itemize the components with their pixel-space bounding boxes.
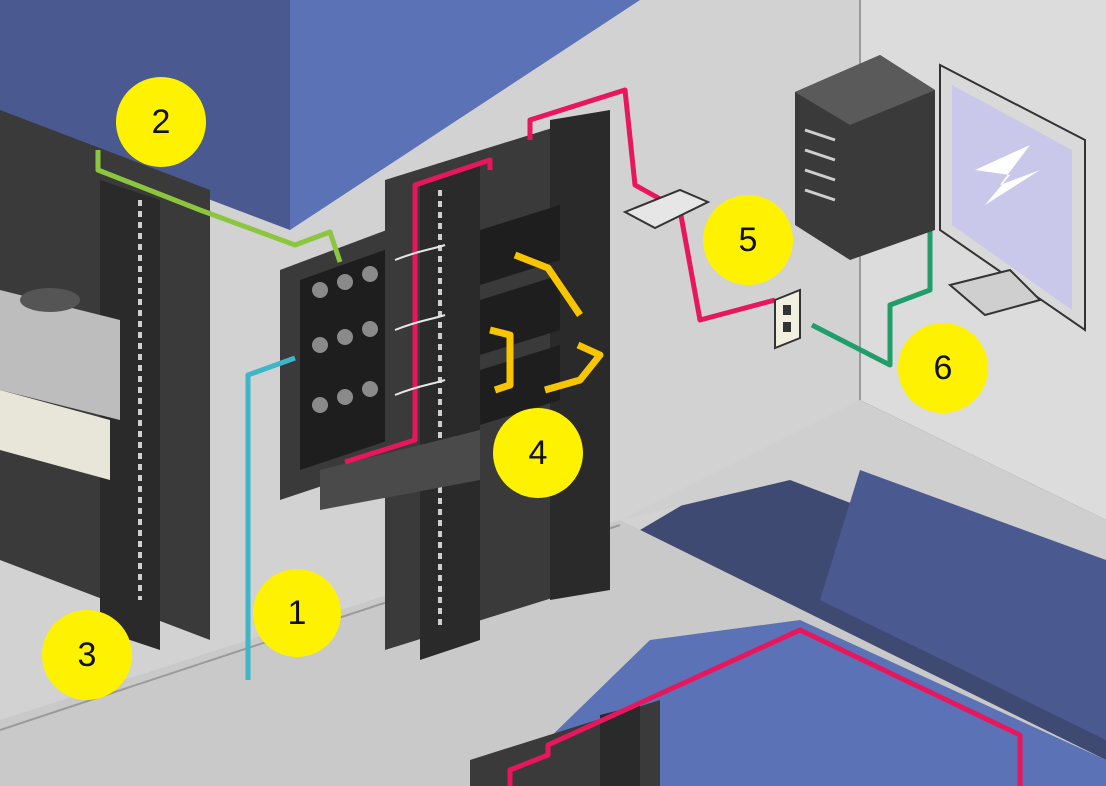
center-rack-shelf-3 — [480, 345, 560, 425]
left-rack — [0, 110, 210, 650]
callout-6-label: 6 — [934, 349, 953, 387]
callout-5-circle — [703, 195, 793, 285]
callout-4: 4 — [493, 408, 583, 498]
outlet-port-1 — [783, 305, 791, 315]
switch-body — [622, 188, 711, 230]
cable-tray — [320, 430, 480, 510]
monitor — [939, 63, 1086, 332]
callout-5: 5 — [703, 195, 793, 285]
monitor-stand — [947, 268, 1042, 317]
patch-panel-face — [300, 248, 390, 470]
computer-tower — [795, 55, 935, 260]
cable-spool — [20, 288, 80, 312]
callout-2-label: 2 — [152, 103, 171, 141]
patch-panel — [280, 225, 400, 500]
callout-4-circle — [493, 408, 583, 498]
center-rack-post-left — [420, 165, 480, 660]
jumper-2 — [489, 326, 514, 394]
monitor-screen — [952, 85, 1072, 310]
callouts: 1 2 3 4 5 6 — [42, 77, 988, 700]
callout-3-label: 3 — [78, 636, 97, 674]
patch-jumpers — [394, 244, 446, 396]
screen-logo-icon — [975, 145, 1040, 205]
left-rack-equipment-2 — [0, 390, 110, 480]
tower-drive-bays — [804, 128, 836, 202]
backbone-cable-1 — [344, 157, 493, 465]
callout-1: 1 — [253, 569, 341, 657]
callout-4-label: 4 — [529, 434, 548, 472]
callout-2-circle — [116, 77, 206, 167]
horizontal-cable — [245, 355, 296, 680]
cross-connect-jumpers — [489, 251, 604, 394]
callout-6: 6 — [898, 323, 988, 413]
network-switch — [622, 188, 711, 230]
outlet-plate — [774, 288, 801, 350]
lower-shadow — [820, 470, 1106, 740]
patch-panel-ports — [312, 266, 378, 413]
bottom-rack-post — [600, 705, 640, 786]
patch-cord — [95, 150, 343, 263]
jumper-3 — [544, 341, 604, 394]
jumper-1 — [513, 251, 583, 317]
left-rack-equipment-1 — [0, 290, 120, 420]
callout-1-circle — [253, 569, 341, 657]
callout-5-label: 5 — [739, 221, 758, 259]
callout-3-circle — [42, 610, 132, 700]
callout-6-circle — [898, 323, 988, 413]
backbone-cable-2 — [527, 87, 776, 323]
outlet-port-2 — [783, 322, 791, 332]
wall-outlet — [774, 288, 801, 350]
callout-1-label: 1 — [288, 594, 307, 632]
callout-2: 2 — [116, 77, 206, 167]
backbone-cable-3 — [507, 627, 1023, 786]
work-area-cable — [810, 230, 933, 368]
left-rack-post — [100, 180, 160, 650]
callout-3: 3 — [42, 610, 132, 700]
cables — [95, 87, 1023, 786]
tower-top — [795, 55, 935, 125]
